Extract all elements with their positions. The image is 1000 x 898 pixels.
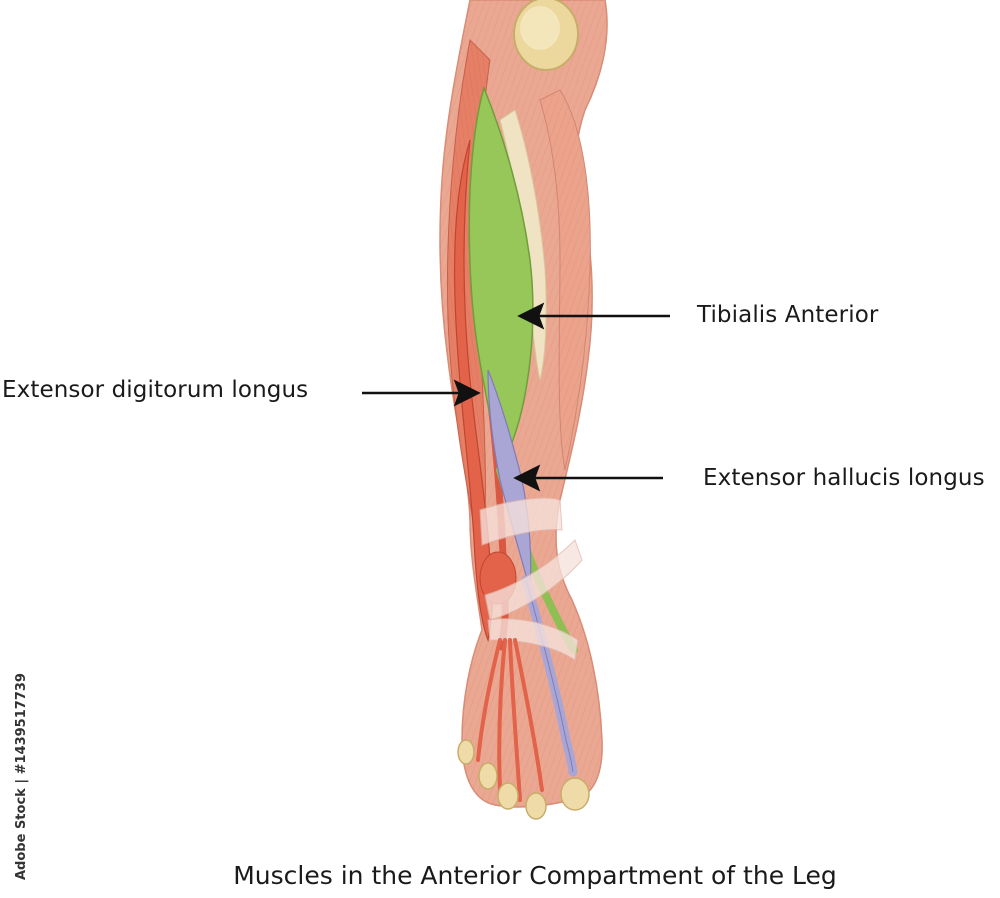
toe-4 (478, 762, 498, 790)
label-extensor-digitorum-longus: Extensor digitorum longus (2, 377, 309, 403)
toe-1 (560, 777, 590, 811)
medial-muscle-texture (540, 90, 591, 470)
patella (513, 0, 579, 71)
stock-watermark: Adobe Stock | #1439517739 (14, 673, 29, 880)
label-tibialis-anterior: Tibialis Anterior (697, 302, 879, 328)
label-extensor-hallucis-longus: Extensor hallucis longus (703, 465, 985, 491)
extensor-retinaculum (479, 497, 583, 661)
toe-3 (497, 782, 519, 810)
toe-2 (525, 792, 547, 820)
toe-tendons (476, 638, 544, 802)
toes (457, 739, 590, 820)
toe-5 (457, 739, 475, 765)
diagram-title: Muscles in the Anterior Compartment of t… (233, 861, 837, 890)
pointer-arrows (362, 302, 670, 492)
